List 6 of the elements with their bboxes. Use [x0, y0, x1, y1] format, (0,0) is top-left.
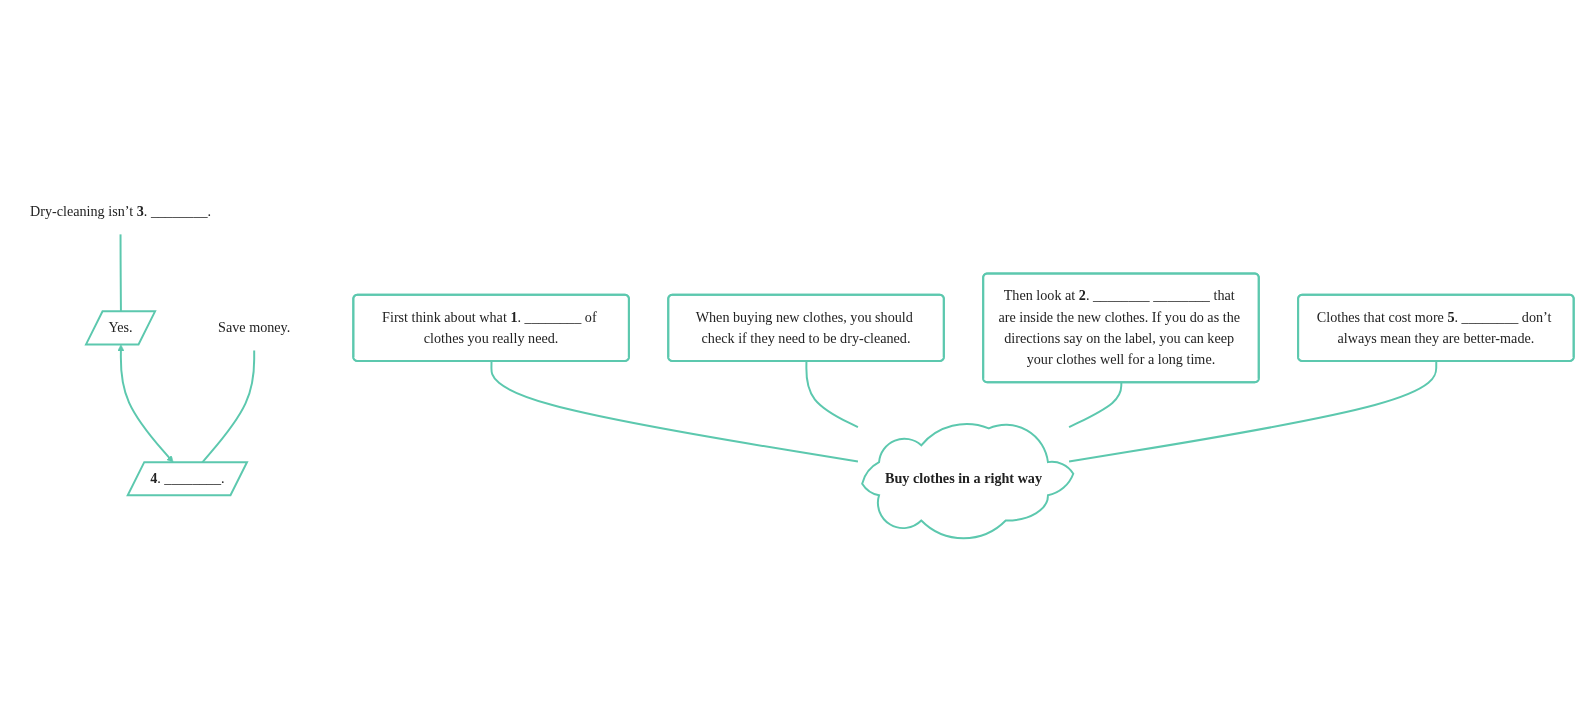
node-text: Save money. [218, 319, 291, 336]
connector [805, 360, 859, 428]
node-text: Dry-cleaning isn’t 3. ________. [29, 203, 212, 219]
connector [490, 360, 859, 463]
connector [1068, 360, 1438, 463]
connector [1068, 381, 1123, 428]
